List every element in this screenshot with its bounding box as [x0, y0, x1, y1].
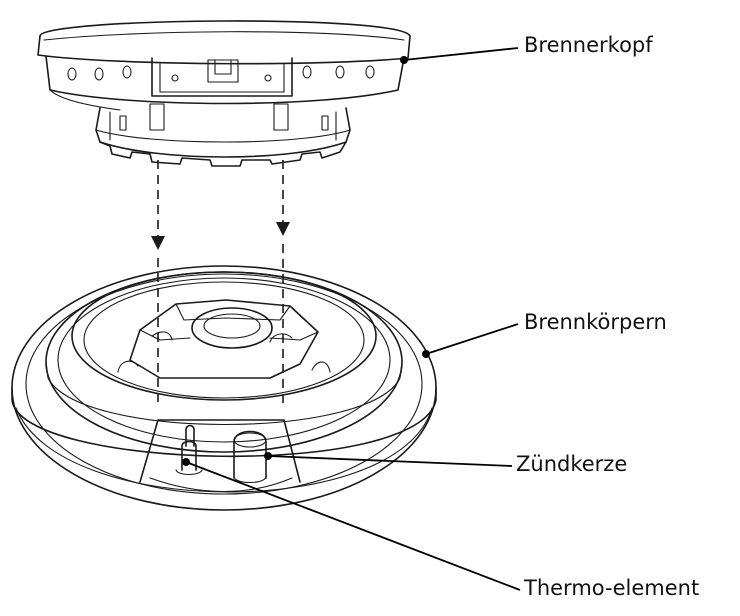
burner-body-drawing — [11, 265, 437, 511]
label-thermo-element: Thermo-element — [524, 576, 700, 600]
label-brennkoerpern: Brennkörpern — [524, 310, 667, 334]
leader-lines — [182, 47, 521, 591]
label-zuendkerze: Zündkerze — [516, 452, 628, 476]
burner-head-drawing — [37, 20, 411, 167]
alignment-guides — [151, 160, 290, 408]
label-brennerkopf: Brennerkopf — [524, 33, 653, 57]
